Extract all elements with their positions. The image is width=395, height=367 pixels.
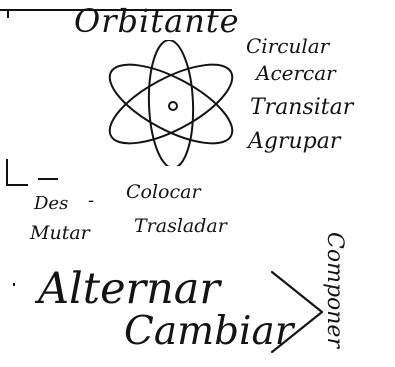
title-word: Orbitante: [74, 5, 240, 37]
word-alternar: Alternar: [38, 268, 220, 311]
left-bracket-horizontal: [6, 184, 28, 186]
word-mutar: Mutar: [30, 224, 90, 243]
greater-than-bracket: [268, 268, 326, 356]
atom-icon: [92, 40, 250, 166]
prefix-dash: -: [88, 192, 94, 210]
word-trasladar: Trasladar: [134, 217, 227, 236]
word-transitar: Transitar: [250, 97, 353, 119]
left-bracket-vertical: [6, 159, 8, 186]
dash-mark: [38, 178, 58, 180]
word-componer-vertical: Componer: [323, 232, 345, 348]
prefix-des: Des: [34, 195, 68, 213]
word-circular: Circular: [246, 36, 329, 56]
stray-dot: [13, 283, 15, 286]
word-agrupar: Agrupar: [248, 131, 340, 153]
word-acercar: Acercar: [256, 63, 336, 83]
top-left-tick: [7, 9, 9, 18]
word-colocar: Colocar: [126, 183, 201, 202]
